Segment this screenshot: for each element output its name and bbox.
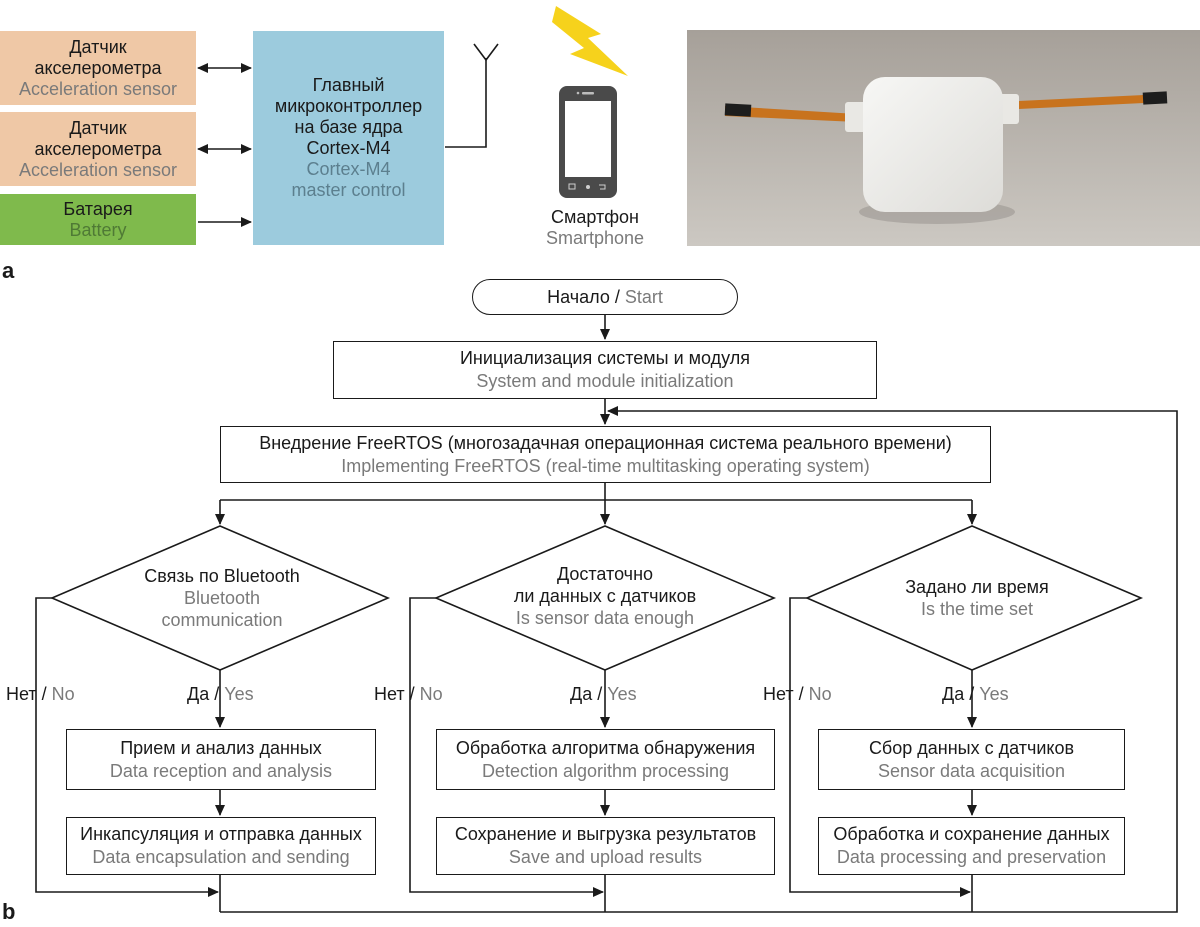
col2-step1-ru: Обработка алгоритма обнаружения [455,737,756,758]
decision-3-ru: Задано ли время [905,577,1049,597]
sensor-2-ru-line1: Датчик [69,117,127,138]
freertos-box: Внедрение FreeRTOS (многозадачная операц… [220,426,991,483]
freertos-ru: Внедрение FreeRTOS (многозадачная операц… [259,432,952,453]
decision-1-ru: Связь по Bluetooth [144,566,300,586]
start-en: Start [624,286,663,307]
yes-3-sep: / [964,684,980,704]
decision-2-ru-line1: Достаточно [556,564,654,584]
decision-bluetooth-text: Связь по Bluetooth Bluetooth communicati… [110,562,334,634]
yes-2-ru: Да [570,684,593,704]
no-label-1: Нет / No [6,684,75,705]
panel-label-b: b [2,899,16,924]
sensor-2-en: Acceleration sensor [18,159,178,180]
col3-step1-ru: Сбор данных с датчиков [868,737,1075,758]
no-2-en: No [419,684,443,704]
acceleration-sensor-1: Датчик акселерометра Acceleration sensor [0,31,196,105]
col1-step1-ru: Прием и анализ данных [120,737,322,758]
smartphone-caption: Смартфон Smartphone [520,205,670,251]
decision-1-en-line1: Bluetooth [183,588,261,608]
sensor-1-en: Acceleration sensor [18,78,178,99]
mcu-en-line1: Cortex-M4 [306,159,391,179]
no-3-en: No [808,684,832,704]
decision-2-ru-line2: ли данных с датчиков [513,586,697,606]
init-en: System and module initialization [476,371,734,391]
antenna-icon [473,43,499,62]
col3-step2-ru: Обработка и сохранение данных [833,824,1110,844]
battery-ru: Батарея [63,198,133,219]
col1-step1-en: Data reception and analysis [109,760,333,781]
no-1-en: No [51,684,75,704]
master-microcontroller: Главный микроконтроллер на базе ядра Cor… [253,31,444,245]
no-1-sep: / [36,684,52,704]
antenna-line [445,58,487,148]
yes-1-en: Yes [224,684,254,704]
mcu-ru-line4: Cortex-M4 [306,138,391,158]
smartphone-ru: Смартфон [550,207,639,227]
mcu-ru-line3: на базе ядра [294,117,403,137]
col1-step2-en: Data encapsulation and sending [92,847,350,867]
col1-step2-ru: Инкапсуляция и отправка данных [80,824,362,844]
no-2-ru: Нет [374,684,405,704]
yes-label-1: Да / Yes [187,684,254,705]
sensor-1-ru-line1: Датчик [69,36,127,57]
init-ru: Инициализация системы и модуля [459,348,751,368]
yes-2-en: Yes [607,684,637,704]
start-ru: Начало [547,286,610,307]
start-terminal: Начало / Start [472,279,738,315]
process-box-data-reception: Прием и анализ данных Data reception and… [66,729,376,790]
no-3-ru: Нет [763,684,794,704]
no-label-2: Нет / No [374,684,443,705]
smartphone-en: Smartphone [545,228,645,248]
process-box-save-upload: Сохранение и выгрузка результатов Save a… [436,817,775,875]
acceleration-sensor-2: Датчик акселерометра Acceleration sensor [0,112,196,186]
yes-2-sep: / [592,684,608,704]
mcu-en-line2: master control [291,180,406,200]
yes-1-ru: Да [187,684,210,704]
no-1-ru: Нет [6,684,37,704]
yes-1-sep: / [209,684,225,704]
no-label-3: Нет / No [763,684,832,705]
smartphone-icon [559,86,617,198]
no-2-sep: / [404,684,420,704]
start-sep: / [609,286,625,307]
decision-3-en: Is the time set [920,599,1034,619]
decision-1-en-line2: communication [161,610,283,630]
decision-sensor-data-text: Достаточно ли данных с датчиков Is senso… [470,560,740,632]
col2-step2-en: Save and upload results [508,847,703,867]
process-box-data-sending: Инкапсуляция и отправка данных Data enca… [66,817,376,875]
mcu-ru-line1: Главный [312,75,385,95]
freertos-en: Implementing FreeRTOS (real-time multita… [341,455,870,476]
yes-label-3: Да / Yes [942,684,1009,705]
yes-label-2: Да / Yes [570,684,637,705]
battery-block: Батарея Battery [0,194,196,245]
decision-2-en: Is sensor data enough [515,608,695,628]
mcu-ru-line2: микроконтроллер [274,96,423,116]
lightning-icon [552,6,628,76]
col2-step1-en: Detection algorithm processing [481,760,730,781]
sensor-2-ru-line2: акселерометра [34,138,162,159]
no-3-sep: / [793,684,809,704]
yes-3-en: Yes [979,684,1009,704]
process-box-sensor-acquisition: Сбор данных с датчиков Sensor data acqui… [818,729,1125,790]
col2-step2-ru: Сохранение и выгрузка результатов [454,824,757,844]
battery-en: Battery [69,219,127,240]
process-box-detection-algorithm: Обработка алгоритма обнаружения Detectio… [436,729,775,790]
process-box-data-preservation: Обработка и сохранение данных Data proce… [818,817,1125,875]
yes-3-ru: Да [942,684,965,704]
panel-label-a: a [2,258,15,283]
device-photo-drawing [687,30,1200,246]
decision-time-set-text: Задано ли время Is the time set [852,574,1102,622]
device-photo [687,30,1200,246]
init-box: Инициализация системы и модуля System an… [333,341,877,399]
sensor-1-ru-line2: акселерометра [34,57,162,78]
col3-step1-en: Sensor data acquisition [877,760,1066,781]
col3-step2-en: Data processing and preservation [836,847,1107,867]
